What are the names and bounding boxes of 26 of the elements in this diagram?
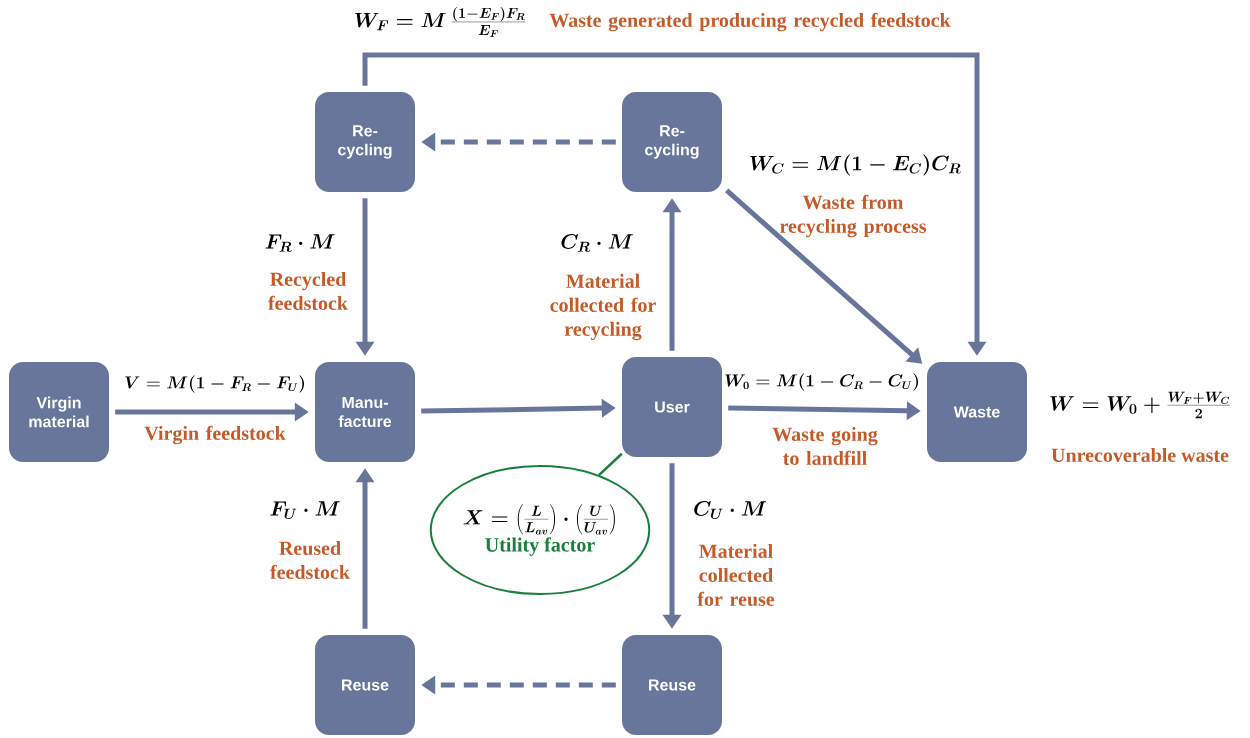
process-box: User (622, 357, 722, 457)
process-box: Manu- facture (315, 362, 415, 462)
edge-label: Waste going to landfill (772, 426, 878, 465)
edge-label: Waste generated producing recycled feedstock (549, 12, 951, 32)
process-box: Reuse (315, 635, 415, 735)
process-box: Reuse (622, 635, 722, 735)
formula: $C_R\cdot M$ (561, 234, 633, 252)
edge-label: Virgin feedstock (144, 425, 286, 445)
process-box: Waste (927, 362, 1027, 462)
formula: $W_0 = M(1-C_R-C_U)$ (725, 373, 918, 391)
formula: $F_R\cdot M$ (265, 234, 335, 252)
formula: $W_F = M\,\frac{(1-E_F)F_R}{E_F}$ (355, 6, 526, 38)
edge-label: Material collected for reuse (697, 543, 775, 607)
formula: $W_C = M(1-E_C)C_R$ (750, 154, 961, 176)
process-box: Virgin material (9, 362, 109, 462)
formula: $C_U\cdot M$ (694, 501, 767, 519)
formula: $W = W_0 + \frac{W_F + W_C}{2}$ (1050, 391, 1230, 419)
edge-label: Recycled feedstock (268, 271, 348, 310)
edge-label: Waste from recycling process (780, 194, 927, 238)
formula: $V = M(1-F_R-F_U)$ (125, 375, 304, 393)
caption-text: Unrecoverable waste (1051, 447, 1229, 462)
edge-label: Material collected for recycling (550, 273, 656, 341)
process-box: Re- cycling (622, 92, 722, 192)
formula: $F_U\cdot M$ (270, 501, 340, 519)
process-box: Re- cycling (315, 92, 415, 192)
edge-label: Reused feedstock (270, 540, 350, 579)
